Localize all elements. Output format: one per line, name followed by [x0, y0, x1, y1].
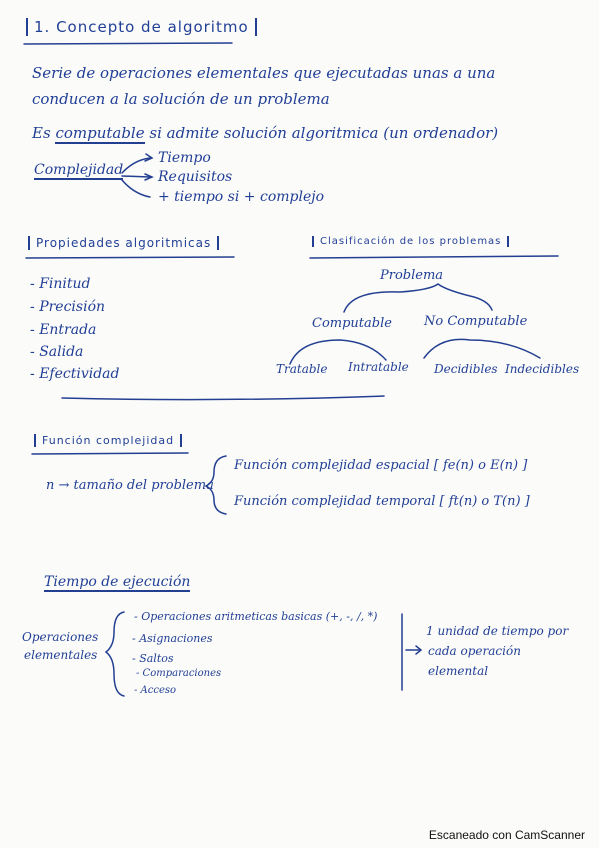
tree-root: Problema — [380, 268, 444, 283]
operacion-comparaciones: - Comparaciones — [136, 668, 222, 679]
operaciones-brace — [104, 611, 125, 697]
clasificacion-underline — [309, 255, 559, 259]
complejidad-item-requisitos: Requisitos — [158, 169, 233, 185]
propiedad-salida: - Salida — [30, 344, 84, 360]
propiedad-label: Salida — [39, 344, 84, 360]
propiedad-label: Finitud — [39, 276, 91, 292]
operacion-asignaciones: - Asignaciones — [132, 632, 213, 645]
tree-arc-no-computable — [423, 338, 541, 359]
resultado-line2: cada operación — [428, 644, 521, 658]
section1-title: 1. Concepto de algoritmo — [26, 18, 257, 36]
computable-word: computable — [55, 124, 145, 144]
propiedad-label: Efectividad — [39, 366, 120, 382]
funcion-underline — [31, 452, 189, 455]
propiedad-label: Precisión — [39, 299, 106, 315]
result-arrowhead — [415, 645, 423, 655]
title-underline — [23, 42, 233, 45]
complejidad-item-complejo: + tiempo si + complejo — [158, 189, 325, 205]
arrow-tiempo — [121, 157, 151, 174]
complejidad-item-tiempo: Tiempo — [158, 150, 211, 166]
tree-computable: Computable — [312, 316, 392, 331]
scanner-footer: Escaneado con CamScanner — [428, 828, 585, 842]
tree-leaf-decidibles: Decidibles — [434, 362, 498, 376]
propiedad-precision: - Precisión — [30, 299, 106, 315]
propiedad-efectividad: - Efectividad — [30, 366, 120, 382]
resultado-line1: 1 unidad de tiempo por — [426, 624, 569, 638]
arrowhead-tiempo — [144, 153, 154, 162]
definition-line2: conducen a la solución de un problema — [32, 90, 330, 108]
tree-leaf-indecidibles: Indecidibles — [505, 362, 580, 376]
propiedades-title: Propiedades algoritmicas — [28, 236, 220, 250]
separator-line — [61, 395, 385, 401]
complejidad-label: Complejidad — [34, 162, 124, 180]
tree-leaf-tratable: Tratable — [276, 362, 328, 376]
funcion-title: Función complejidad — [34, 434, 183, 447]
definition-line1: Serie de operaciones elementales que eje… — [32, 64, 496, 82]
propiedad-label: Entrada — [39, 322, 97, 338]
arrowhead-requisitos — [144, 173, 154, 181]
operaciones-label-2: elementales — [24, 648, 98, 662]
funcion-temporal: Función complejidad temporal [ ft(n) o T… — [234, 494, 530, 509]
propiedad-entrada: - Entrada — [30, 322, 97, 338]
computable-rest: si admite solución algoritmica (un orden… — [149, 124, 499, 142]
n-label: n → tamaño del problema — [46, 478, 214, 493]
tree-arc-computable — [289, 339, 387, 365]
operacion-aritmeticas: - Operaciones aritmeticas basicas (+, -,… — [134, 610, 378, 623]
computable-prefix: Es — [32, 124, 51, 142]
arrow-requisitos — [121, 175, 151, 178]
clasificacion-title: Clasificación de los problemas — [312, 236, 510, 247]
tree-no-computable: No Computable — [424, 314, 528, 329]
funcion-espacial: Función complejidad espacial [ fe(n) o E… — [234, 458, 528, 473]
tree-leaf-intratable: Intratable — [348, 360, 409, 374]
tree-arc-root — [343, 283, 493, 313]
operacion-acceso: - Acceso — [134, 685, 177, 696]
arrow-complejo — [121, 179, 151, 198]
funcion-brace — [204, 455, 227, 515]
resultado-line3: elemental — [428, 664, 489, 678]
propiedades-underline — [25, 256, 235, 259]
computable-line: Es computable si admite solución algorit… — [32, 124, 499, 144]
tiempo-title: Tiempo de ejecución — [44, 574, 191, 592]
propiedad-finitud: - Finitud — [30, 276, 91, 292]
operacion-saltos: - Saltos — [132, 652, 174, 665]
operaciones-label-1: Operaciones — [22, 630, 99, 644]
